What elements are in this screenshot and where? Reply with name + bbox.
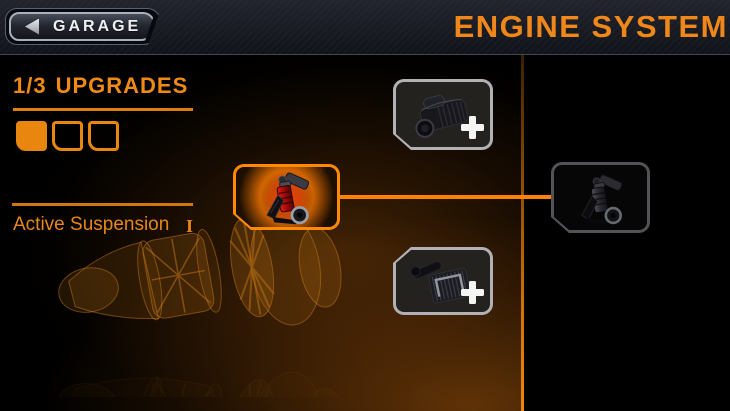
upgrade-slot-pip — [16, 121, 47, 151]
engine-part-icon — [408, 87, 478, 143]
back-arrow-icon — [25, 19, 39, 35]
suspension-part-gray-icon — [573, 170, 629, 226]
upgrades-counter: 1/3 — [13, 73, 47, 98]
plus-icon — [461, 281, 484, 304]
page-title: ENGINE SYSTEM — [453, 9, 728, 44]
garage-button-label: GARAGE — [53, 17, 142, 35]
suspension-part-red-icon — [258, 168, 316, 226]
garage-back-button[interactable]: GARAGE — [5, 8, 161, 45]
part-name-overline — [12, 203, 193, 206]
selected-part-name: Active Suspension — [13, 214, 170, 235]
upgrades-counter-row: 1/3 UPGRADES — [13, 73, 188, 99]
upgrades-label: UPGRADES — [55, 73, 189, 98]
header-bar: GARAGE ENGINE SYSTEM — [0, 0, 730, 55]
upgrade-node-intercooler-part[interactable] — [393, 247, 493, 315]
tree-divider-line — [521, 55, 524, 411]
upgrade-slots — [16, 121, 119, 151]
upgrade-node-next-suspension-locked[interactable] — [551, 162, 650, 233]
selected-part-level: I — [186, 216, 194, 236]
upgrade-slot-pip — [52, 121, 83, 151]
node-connector-line — [338, 195, 553, 199]
upgrade-node-engine-part[interactable] — [393, 79, 493, 150]
upgrades-underline — [13, 108, 193, 111]
upgrade-node-active-suspension-selected[interactable] — [233, 164, 340, 230]
upgrade-slot-pip — [88, 121, 119, 151]
plus-icon — [461, 116, 484, 139]
intercooler-part-icon — [410, 260, 472, 304]
garage-button-face: GARAGE — [9, 12, 155, 41]
